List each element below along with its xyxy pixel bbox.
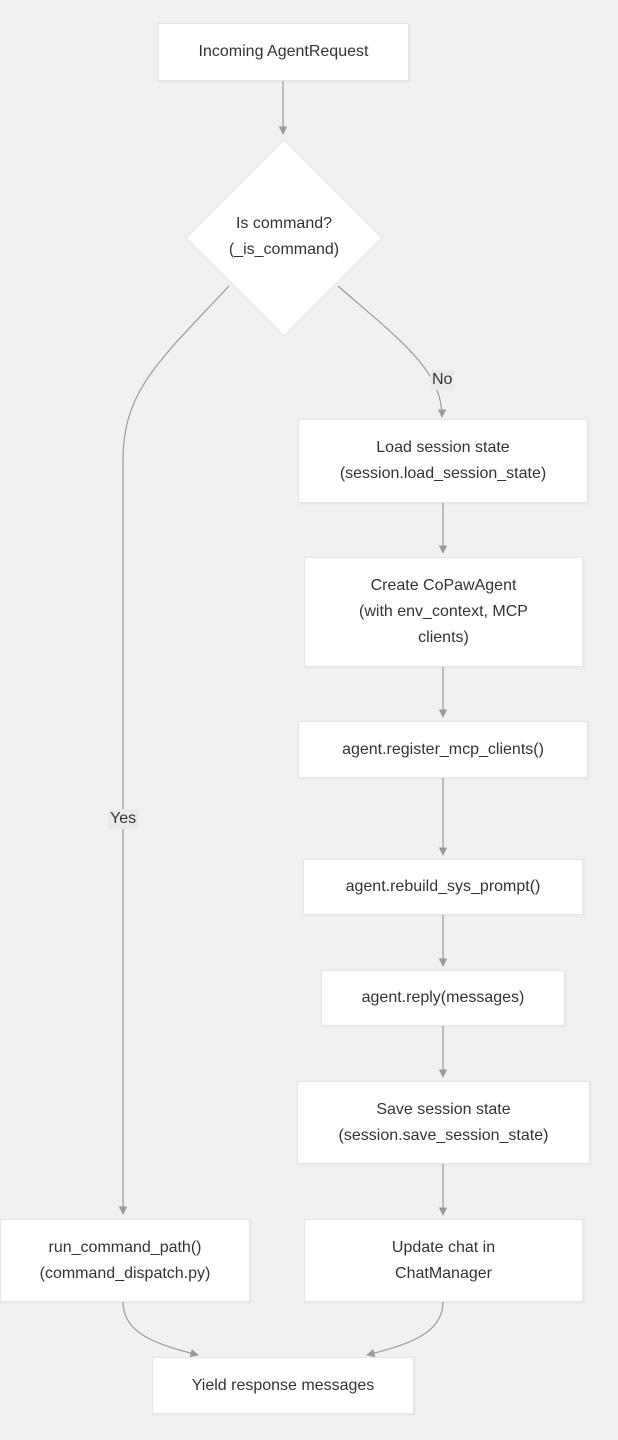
node-create-copaw-agent: Create CoPawAgent (with env_context, MCP… bbox=[304, 557, 583, 667]
node-create-copaw-agent-line-2: (with env_context, MCP bbox=[359, 603, 528, 620]
node-yield-response-messages: Yield response messages bbox=[152, 1357, 414, 1414]
node-update-chat-line-2: ChatManager bbox=[395, 1264, 492, 1282]
node-yield-response-messages-text: Yield response messages bbox=[191, 1376, 375, 1394]
node-incoming-agent-request-text: Incoming AgentRequest bbox=[198, 43, 369, 60]
node-incoming-agent-request: Incoming AgentRequest bbox=[158, 23, 409, 81]
edge-label-yes: Yes bbox=[108, 809, 139, 829]
decision-line-1: Is command? bbox=[235, 215, 333, 232]
node-register-mcp-clients: agent.register_mcp_clients() bbox=[298, 721, 588, 778]
node-create-copaw-agent-line-3: clients) bbox=[418, 629, 469, 646]
node-agent-reply-text: agent.reply(messages) bbox=[361, 989, 525, 1006]
decision-line-2: (_is_command) bbox=[228, 241, 340, 258]
node-register-mcp-clients-text: agent.register_mcp_clients() bbox=[342, 740, 544, 758]
decision-is-command: Is command? (_is_command) bbox=[185, 211, 383, 263]
edge-decision-yes bbox=[118, 285, 230, 1215]
node-load-session-state-line-2: (session.load_session_state) bbox=[339, 465, 547, 482]
node-load-session-state-line-1: Load session state bbox=[376, 439, 510, 456]
node-run-command-path-line-1: run_command_path() bbox=[48, 1238, 202, 1256]
edge-update-to-yield bbox=[366, 1301, 444, 1358]
node-rebuild-sys-prompt-text: agent.rebuild_sys_prompt() bbox=[345, 878, 541, 895]
edge-run-to-yield bbox=[122, 1301, 199, 1358]
edge-label-no: No bbox=[430, 370, 455, 390]
node-agent-reply: agent.reply(messages) bbox=[321, 970, 565, 1026]
node-update-chat-line-1: Update chat in bbox=[391, 1238, 496, 1256]
node-run-command-path: run_command_path() (command_dispatch.py) bbox=[0, 1219, 250, 1302]
edge-decision-no bbox=[337, 285, 447, 418]
node-save-session-state-line-2: (session.save_session_state) bbox=[338, 1126, 549, 1144]
node-run-command-path-line-2: (command_dispatch.py) bbox=[39, 1264, 211, 1282]
decision-diamond bbox=[185, 139, 383, 337]
node-load-session-state: Load session state (session.load_session… bbox=[298, 419, 588, 503]
node-update-chat: Update chat in ChatManager bbox=[304, 1219, 583, 1302]
node-save-session-state: Save session state (session.save_session… bbox=[297, 1081, 590, 1164]
node-save-session-state-line-1: Save session state bbox=[376, 1100, 511, 1118]
node-rebuild-sys-prompt: agent.rebuild_sys_prompt() bbox=[303, 859, 583, 915]
node-create-copaw-agent-line-1: Create CoPawAgent bbox=[370, 577, 517, 594]
